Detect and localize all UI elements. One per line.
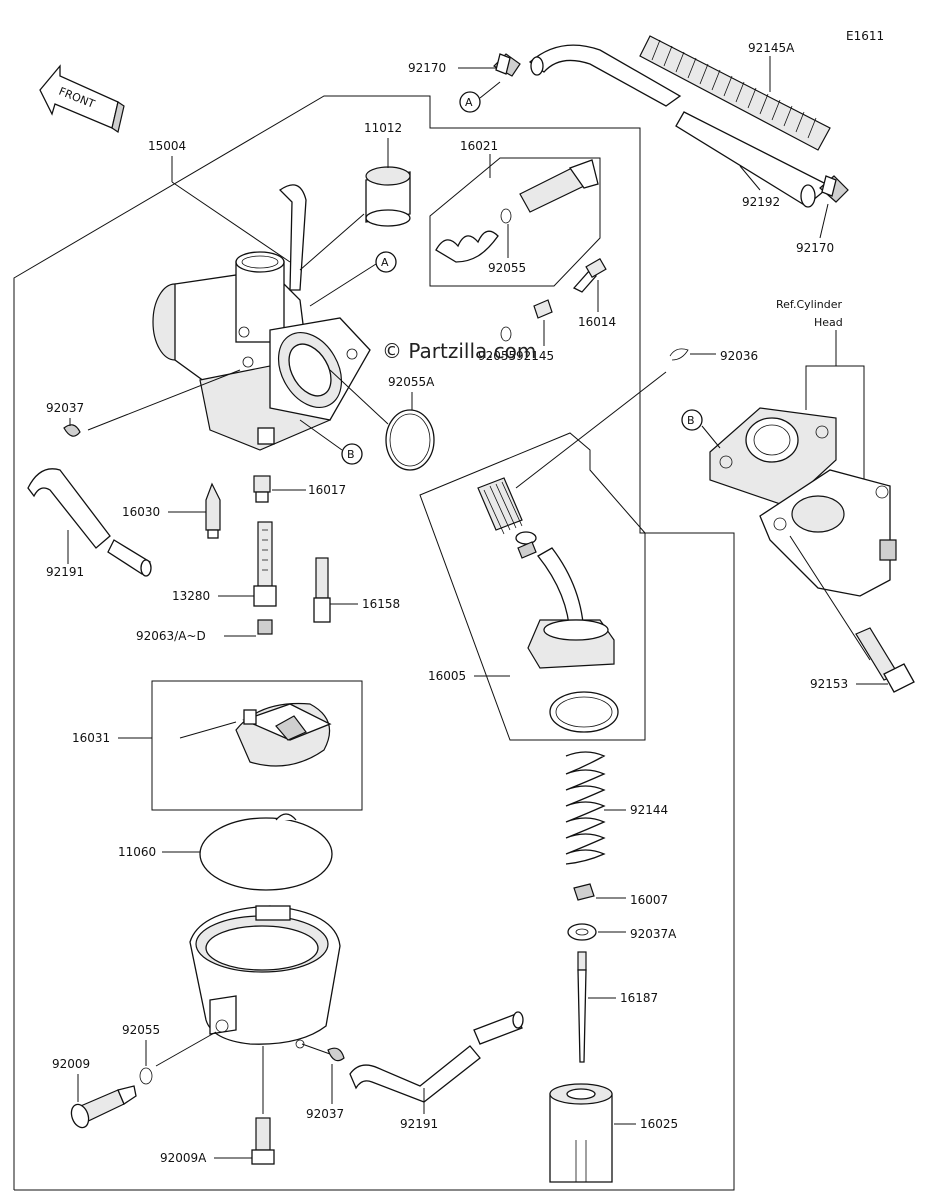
main-jet-92063 <box>257 619 273 635</box>
corrugated-hose <box>639 35 831 151</box>
part-label-16014: 16014 <box>578 315 616 329</box>
kit-16021-outline <box>429 157 601 287</box>
carburetor-holder <box>759 469 897 597</box>
callout-a-carb: A <box>309 251 397 307</box>
part-label-15004: 15004 <box>148 139 186 153</box>
part-label-92192: 92192 <box>742 195 780 209</box>
svg-text:A: A <box>381 256 389 269</box>
fuel-hose-92191-b <box>349 1011 524 1103</box>
part-label-92170-b: 92170 <box>796 241 834 255</box>
pilot-jet-16158 <box>313 557 331 623</box>
kit-16005-outline <box>419 432 646 741</box>
part-label-16031: 16031 <box>72 731 110 745</box>
front-arrow-icon: FRONT <box>39 64 125 133</box>
part-label-92170-a: 92170 <box>408 61 446 75</box>
part-label-16025: 16025 <box>640 1117 678 1131</box>
fuel-hose-92191-a <box>27 468 152 577</box>
carburetor-assembly-outline <box>13 95 735 1191</box>
o-ring-92055A <box>385 409 435 471</box>
reference-label-line1: Ref.Cylinder <box>776 298 843 311</box>
part-label-92145A: 92145A <box>748 41 795 55</box>
part-label-92063: 92063/A~D <box>136 629 206 643</box>
part-label-92009A: 92009A <box>160 1151 207 1165</box>
jet-needle-16187 <box>577 951 587 1063</box>
float-16031 <box>179 702 332 767</box>
part-label-92009: 92009 <box>52 1057 90 1071</box>
clip-92036 <box>669 348 689 361</box>
svg-text:B: B <box>347 448 355 461</box>
part-label-16158: 16158 <box>362 597 400 611</box>
carburetor-body <box>152 184 371 451</box>
clip-92037A <box>567 923 597 941</box>
part-label-92191-b: 92191 <box>400 1117 438 1131</box>
part-label-92144: 92144 <box>630 803 668 817</box>
part-label-92037-a: 92037 <box>46 401 84 415</box>
callout-b-carb: B <box>299 419 363 465</box>
part-label-11012: 11012 <box>364 121 402 135</box>
gasket-11060 <box>199 813 333 891</box>
starter-plunger-kit-16005 <box>477 477 619 733</box>
part-label-16021: 16021 <box>460 139 498 153</box>
part-label-16030: 16030 <box>122 505 160 519</box>
o-ring-92055-b <box>500 326 512 342</box>
part-label-92055-c: 92055 <box>122 1023 160 1037</box>
float-bowl <box>189 905 341 1049</box>
emulsion-tube-13280 <box>253 521 277 607</box>
part-label-92037A: 92037A <box>630 927 677 941</box>
spring-92144 <box>565 751 606 865</box>
jet-16017 <box>253 475 271 503</box>
part-label-16017: 16017 <box>308 483 346 497</box>
part-label-92153: 92153 <box>810 677 848 691</box>
diagram-code: E1611 <box>846 29 884 43</box>
svg-text:B: B <box>687 414 695 427</box>
part-label-16007: 16007 <box>630 893 668 907</box>
screw-16014 <box>572 257 607 293</box>
bolt-92153 <box>855 627 915 693</box>
part-label-92037-b: 92037 <box>306 1107 344 1121</box>
needle-clip-16007 <box>573 883 595 901</box>
callout-b-right: B <box>681 409 721 449</box>
fuel-hose-upper <box>528 44 832 208</box>
part-label-92055-b: 92055 <box>478 349 516 363</box>
screw-92009A <box>251 1117 275 1165</box>
small-screw-92145 <box>533 299 553 319</box>
svg-text:A: A <box>465 96 473 109</box>
kit-16031-outline <box>151 680 363 811</box>
throttle-valve-16025 <box>549 1083 613 1183</box>
float-valve-16030 <box>205 482 221 539</box>
callout-a-top: A <box>459 81 501 113</box>
o-ring-92055-c <box>139 1067 153 1085</box>
part-label-92055-a: 92055 <box>488 261 526 275</box>
hose-clamp-upper <box>493 53 521 77</box>
carburetor-holder-gasket <box>709 407 837 507</box>
part-label-92055A: 92055A <box>388 375 435 389</box>
part-label-16187: 16187 <box>620 991 658 1005</box>
part-label-92036: 92036 <box>720 349 758 363</box>
part-label-11060: 11060 <box>118 845 156 859</box>
part-label-16005: 16005 <box>428 669 466 683</box>
needle-jet-kit-16021 <box>435 159 599 263</box>
clip-92037-a <box>63 424 81 437</box>
screw-92009 <box>70 1085 137 1129</box>
reference-label-line2: Head <box>814 316 843 329</box>
clip-92037-b <box>327 1047 345 1062</box>
part-label-13280: 13280 <box>172 589 210 603</box>
bushing-11012 <box>365 166 411 227</box>
part-label-92191-a: 92191 <box>46 565 84 579</box>
part-label-92145: 92145 <box>516 349 554 363</box>
hose-clamp-lower <box>819 175 849 203</box>
watermark-text: © Partzilla.com <box>382 339 536 363</box>
